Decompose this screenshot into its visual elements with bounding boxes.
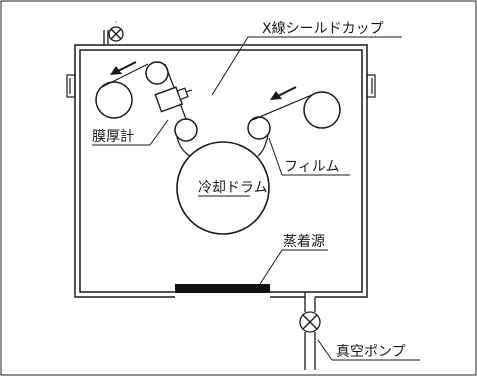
valve-icon <box>299 311 321 333</box>
feed-roll <box>95 81 133 119</box>
film-web <box>99 63 315 157</box>
cooling-drum <box>176 141 270 235</box>
guide-roll-top <box>145 61 169 85</box>
film-direction-arrow-right <box>270 86 297 100</box>
film-direction-arrow-left <box>110 61 137 75</box>
leader-lines <box>92 36 420 361</box>
right-flange <box>366 74 376 98</box>
vacuum-chamber <box>74 44 368 298</box>
label-evaporation-source: 蒸着源 <box>283 234 325 250</box>
thickness-gauge-icon <box>154 86 193 113</box>
label-film: フィルム <box>284 159 339 175</box>
takeup-roll <box>303 91 341 129</box>
guide-roll-left <box>174 118 198 142</box>
valve-icon <box>103 21 124 45</box>
label-thickness-gauge: 膜厚計 <box>92 129 134 145</box>
label-shield-cup: X線シールドカップ <box>262 21 384 37</box>
label-cooling-drum: 冷却ドラム <box>198 180 268 196</box>
evaporation-source <box>175 284 270 293</box>
left-flange <box>66 74 76 98</box>
label-vacuum-pump: 真空ポンプ <box>336 344 406 360</box>
pump-pipe <box>304 292 316 370</box>
